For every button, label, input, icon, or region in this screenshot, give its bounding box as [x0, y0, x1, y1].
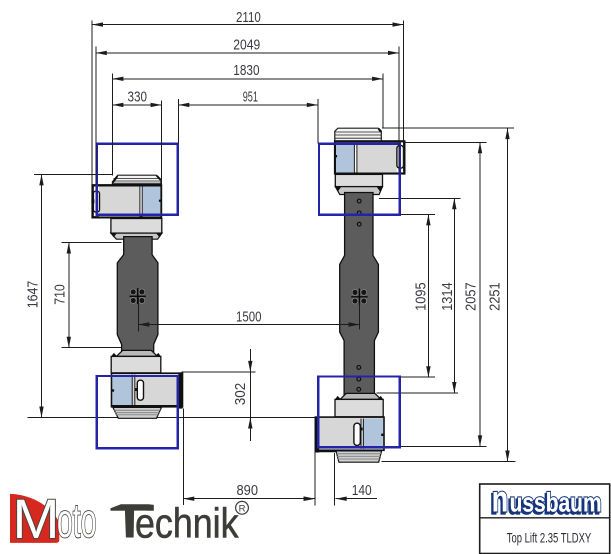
- svg-text:890: 890: [237, 483, 259, 499]
- svg-text:ussbaum: ussbaum: [508, 489, 600, 519]
- svg-text:R: R: [239, 503, 246, 514]
- svg-text:1095: 1095: [414, 282, 430, 311]
- svg-text:2251: 2251: [488, 282, 504, 311]
- svg-text:2049: 2049: [233, 38, 260, 54]
- svg-text:n: n: [492, 479, 509, 520]
- svg-text:oto: oto: [57, 495, 97, 548]
- svg-text:1647: 1647: [26, 281, 42, 309]
- svg-text:1314: 1314: [440, 282, 456, 311]
- svg-text:1500: 1500: [236, 310, 262, 326]
- svg-text:140: 140: [352, 483, 372, 499]
- svg-text:302: 302: [233, 383, 249, 406]
- svg-text:330: 330: [128, 90, 148, 106]
- svg-text:n: n: [490, 480, 507, 521]
- svg-text:Top Lift 2.35 TLDXY: Top Lift 2.35 TLDXY: [507, 531, 592, 546]
- svg-text:2110: 2110: [236, 10, 261, 26]
- svg-text:ussbaum: ussbaum: [510, 488, 602, 518]
- svg-text:1830: 1830: [233, 63, 259, 79]
- svg-text:710: 710: [53, 284, 69, 305]
- svg-text:M: M: [13, 488, 60, 550]
- svg-text:ussbaum: ussbaum: [510, 488, 602, 518]
- svg-text:n: n: [492, 479, 509, 520]
- svg-text:951: 951: [243, 90, 258, 106]
- svg-text:2057: 2057: [464, 282, 480, 311]
- svg-text:echnik: echnik: [135, 499, 239, 546]
